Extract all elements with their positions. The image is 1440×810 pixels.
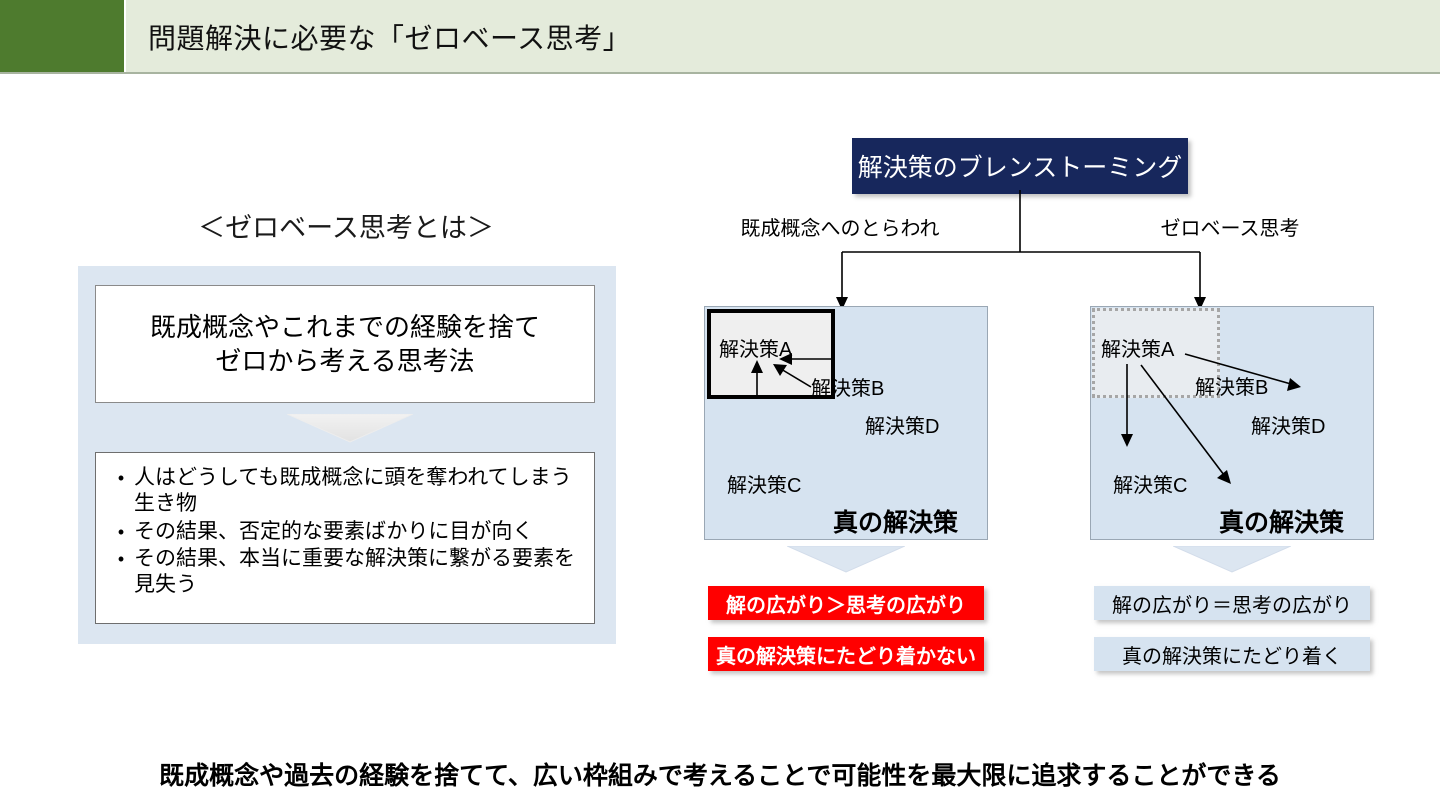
page-title: 問題解決に必要な「ゼロベース思考」 [148,23,632,54]
solution-label-b: 解決策B [1195,377,1269,399]
bullet-text: その結果、本当に重要な解決策に繋がる要素を見失う [134,546,575,596]
list-item: • その結果、本当に重要な解決策に繋がる要素を見失う [108,546,580,599]
definition-text: 既成概念やこれまでの経験を捨て ゼロから考える思考法 [149,311,540,376]
header-divider [0,72,1440,74]
brainstorming-label: 解決策のブレンストーミング [857,154,1183,182]
definition-box: 既成概念やこれまでの経験を捨て ゼロから考える思考法 [95,285,595,403]
solution-label-c: 解決策C [1113,475,1188,497]
header-accent-block [0,0,124,72]
result-box-outcome: 真の解決策にたどり着く [1094,637,1370,671]
result-box-spread: 解の広がり＝思考の広がり [1094,586,1370,620]
solution-label-d: 解決策D [865,416,940,438]
bullet-marker-icon: • [117,548,125,569]
header-band [126,0,1440,72]
bullet-text: 人はどうしても既成概念に頭を奪われてしまう生き物 [134,466,572,516]
bullet-marker-icon: • [117,521,125,542]
brainstorming-header-box: 解決策のブレンストーミング [852,138,1188,194]
down-chevron-icon [1173,546,1291,573]
bullet-marker-icon: • [117,468,125,488]
header-bar [0,0,1440,72]
solution-label-a: 解決策A [1101,339,1175,361]
list-item: • その結果、否定的な要素ばかりに目が向く [108,519,580,545]
solution-panel-zerobase: 解決策A 解決策B 解決策D 解決策C 真の解決策 [1090,306,1374,540]
solution-label-b: 解決策B [811,378,885,400]
left-section-heading: ＜ゼロベース思考とは＞ [198,213,494,243]
down-chevron-icon [787,546,905,573]
constrained-thinking-frame [707,309,835,399]
summary-statement: 既成概念や過去の経験を捨てて、広い枠組みで考えることで可能性を最大限に追求するこ… [159,762,1281,790]
branch-label-zerobase: ゼロベース思考 [1160,218,1300,240]
solution-label-d: 解決策D [1251,416,1326,438]
true-solution-label: 真の解決策 [1219,509,1345,537]
bullet-text: その結果、否定的な要素ばかりに目が向く [134,519,534,543]
solution-panel-constrained: 解決策A 解決策B 解決策D 解決策C 真の解決策 [704,306,988,540]
solution-label-c: 解決策C [727,475,802,497]
true-solution-label: 真の解決策 [833,509,959,537]
branch-connector-lines [836,190,1206,310]
branch-label-constrained: 既成概念へのとらわれ [740,218,940,240]
bullets-box: • 人はどうしても既成概念に頭を奪われてしまう生き物 • その結果、否定的な要素… [95,452,595,624]
result-box-outcome: 真の解決策にたどり着かない [708,637,984,671]
solution-label-a: 解決策A [719,339,793,361]
list-item: • 人はどうしても既成概念に頭を奪われてしまう生き物 [108,465,580,518]
result-box-spread: 解の広がり＞思考の広がり [708,586,984,620]
down-chevron-icon [287,414,413,443]
